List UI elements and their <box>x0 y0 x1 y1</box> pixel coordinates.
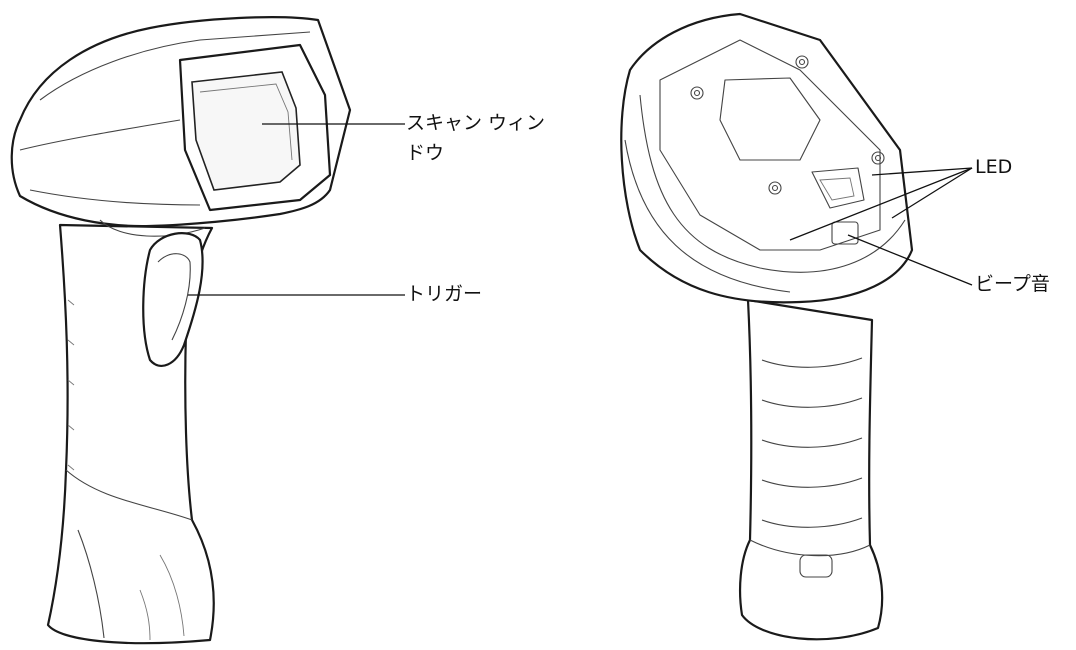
scan-window <box>191 71 301 191</box>
right-scanner-head <box>620 12 914 304</box>
leader-lines <box>188 123 973 296</box>
scan-window-label-line2: ドウ <box>406 142 445 164</box>
led-window <box>811 167 865 209</box>
beeper-label: ビープ音 <box>975 273 1050 295</box>
scan-window-label-line1: スキャン ウィン <box>406 112 546 134</box>
right-scanner-front-view <box>620 12 914 641</box>
trigger-label: トリガー <box>406 283 483 305</box>
left-scanner-side-view <box>10 16 352 645</box>
beeper-opening <box>831 221 859 245</box>
right-scanner-handle <box>738 298 884 641</box>
trigger <box>142 232 204 367</box>
led-label: LED <box>975 156 1013 178</box>
